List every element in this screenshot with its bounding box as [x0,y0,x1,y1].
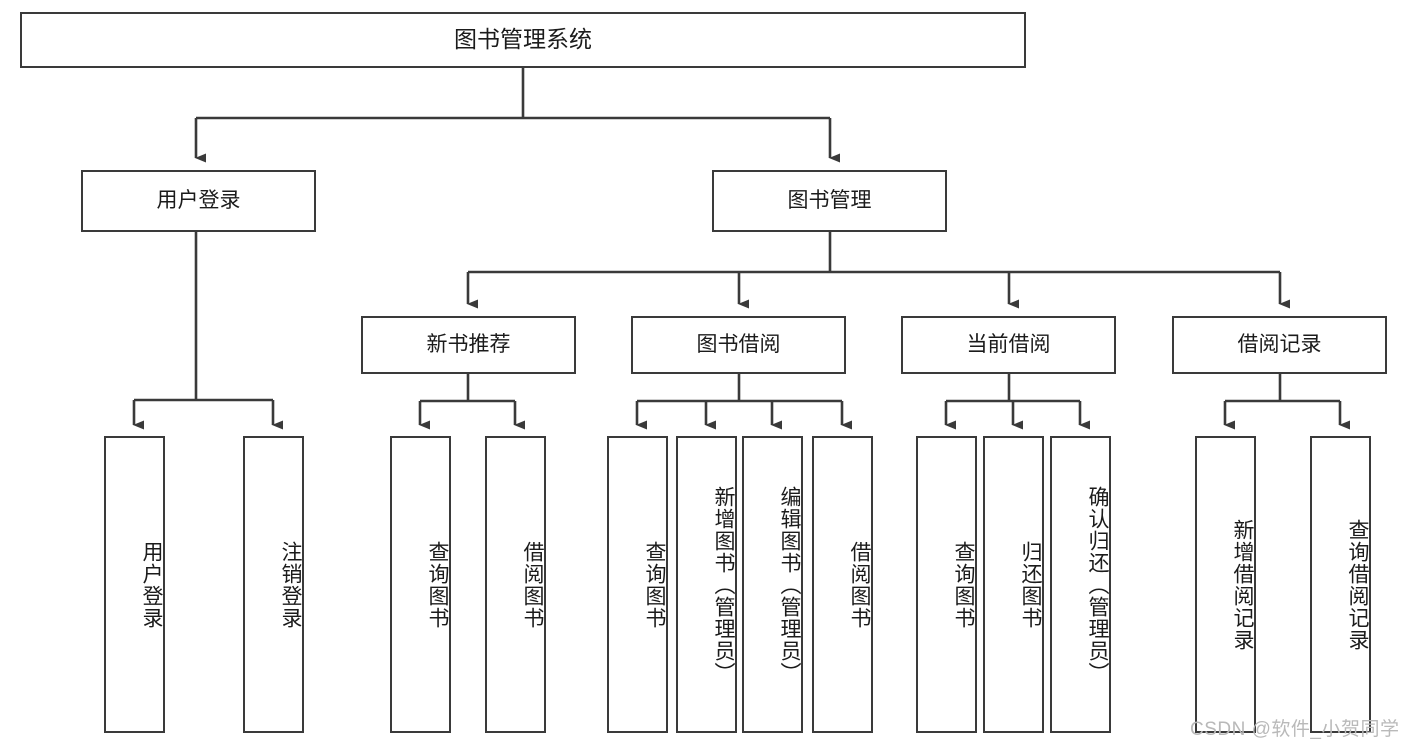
node-leaf-query-book-1[interactable]: 查询图书 [390,436,451,733]
node-leaf-query-book-2-label: 查询图书 [643,540,666,629]
node-leaf-return-book-label: 归还图书 [1019,540,1042,629]
node-leaf-user-logout-label: 注销登录 [279,540,302,629]
node-leaf-return-book[interactable]: 归还图书 [983,436,1044,733]
node-leaf-borrow-book-1-label: 借阅图书 [521,540,544,629]
node-new-book-recommend[interactable]: 新书推荐 [361,316,576,374]
node-book-borrow-label: 图书借阅 [696,332,781,356]
node-leaf-edit-book-label: 编辑图书（管理员） [778,485,801,684]
node-leaf-add-book[interactable]: 新增图书（管理员） [676,436,737,733]
node-book-management[interactable]: 图书管理 [712,170,947,232]
node-leaf-add-record[interactable]: 新增借阅记录 [1195,436,1256,733]
node-leaf-confirm-return-label: 确认归还（管理员） [1086,485,1109,684]
node-root[interactable]: 图书管理系统 [20,12,1026,68]
watermark-text: CSDN @软件_小贺同学 [1190,719,1400,740]
node-book-borrow[interactable]: 图书借阅 [631,316,846,374]
node-new-book-recommend-label: 新书推荐 [426,332,511,356]
node-leaf-query-book-3-label: 查询图书 [952,540,975,629]
node-leaf-query-book-3[interactable]: 查询图书 [916,436,977,733]
node-current-borrow-label: 当前借阅 [966,332,1051,356]
node-leaf-user-login[interactable]: 用户登录 [104,436,165,733]
node-leaf-query-book-1-label: 查询图书 [426,540,449,629]
node-book-management-label: 图书管理 [787,188,872,212]
node-leaf-user-logout[interactable]: 注销登录 [243,436,304,733]
node-leaf-query-record-label: 查询借阅记录 [1346,518,1369,651]
node-leaf-query-record[interactable]: 查询借阅记录 [1310,436,1371,733]
node-leaf-add-book-label: 新增图书（管理员） [712,485,735,684]
node-borrow-record[interactable]: 借阅记录 [1172,316,1387,374]
node-leaf-add-record-label: 新增借阅记录 [1231,518,1254,651]
node-leaf-confirm-return[interactable]: 确认归还（管理员） [1050,436,1111,733]
node-current-borrow[interactable]: 当前借阅 [901,316,1116,374]
node-user-login[interactable]: 用户登录 [81,170,316,232]
node-leaf-borrow-book-2-label: 借阅图书 [848,540,871,629]
node-root-label: 图书管理系统 [454,26,592,53]
node-leaf-edit-book[interactable]: 编辑图书（管理员） [742,436,803,733]
node-leaf-borrow-book-1[interactable]: 借阅图书 [485,436,546,733]
node-user-login-label: 用户登录 [156,188,241,212]
node-borrow-record-label: 借阅记录 [1237,332,1322,356]
node-leaf-user-login-label: 用户登录 [140,540,163,629]
node-leaf-query-book-2[interactable]: 查询图书 [607,436,668,733]
node-leaf-borrow-book-2[interactable]: 借阅图书 [812,436,873,733]
